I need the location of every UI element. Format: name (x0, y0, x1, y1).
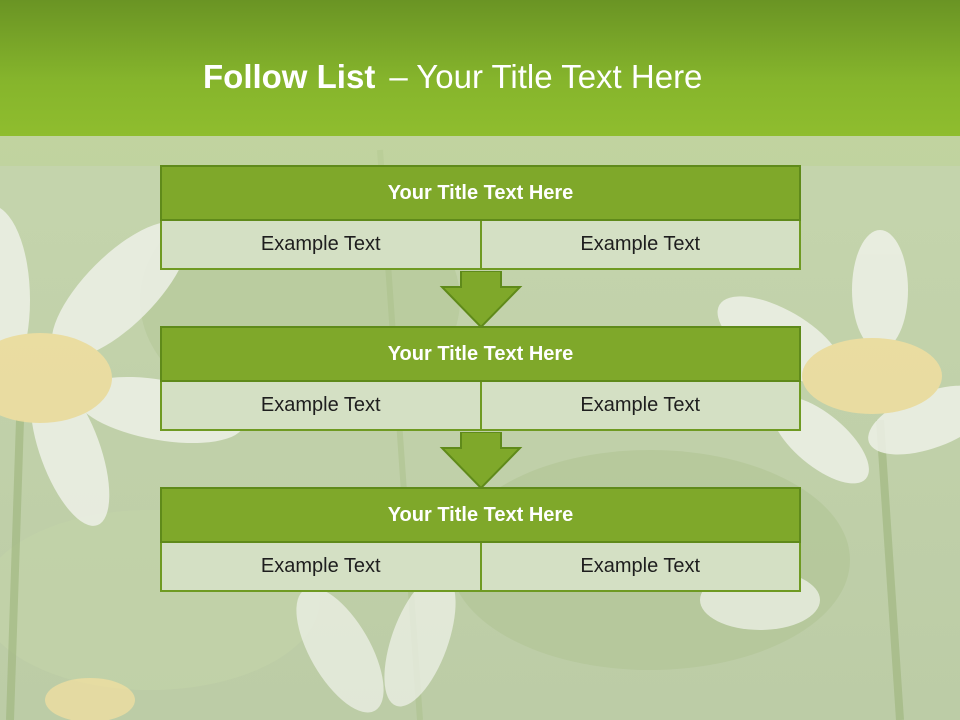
slide-title-bold: Follow List (203, 58, 376, 95)
list-block-3: Your Title Text Here Example Text Exampl… (160, 487, 801, 592)
block-title: Your Title Text Here (160, 326, 801, 382)
down-arrow-icon (439, 271, 523, 329)
block-title: Your Title Text Here (160, 487, 801, 543)
block-title: Your Title Text Here (160, 165, 801, 221)
block-cell-left: Example Text (160, 543, 482, 592)
block-cell-left: Example Text (160, 221, 482, 270)
down-arrow-icon (439, 432, 523, 490)
block-cell-right: Example Text (481, 221, 801, 270)
block-cells: Example Text Example Text (160, 382, 801, 431)
block-cell-right: Example Text (481, 543, 801, 592)
list-block-2: Your Title Text Here Example Text Exampl… (160, 326, 801, 431)
left-daisy-graphic (0, 208, 244, 526)
slide-title: Follow List – Your Title Text Here (203, 55, 702, 99)
block-cells: Example Text Example Text (160, 221, 801, 270)
header-banner (0, 0, 960, 136)
slide-title-rest: – Your Title Text Here (389, 58, 703, 95)
block-cells: Example Text Example Text (160, 543, 801, 592)
block-cell-left: Example Text (160, 382, 482, 431)
list-block-1: Your Title Text Here Example Text Exampl… (160, 165, 801, 270)
block-cell-right: Example Text (481, 382, 801, 431)
header-strip (0, 136, 960, 166)
